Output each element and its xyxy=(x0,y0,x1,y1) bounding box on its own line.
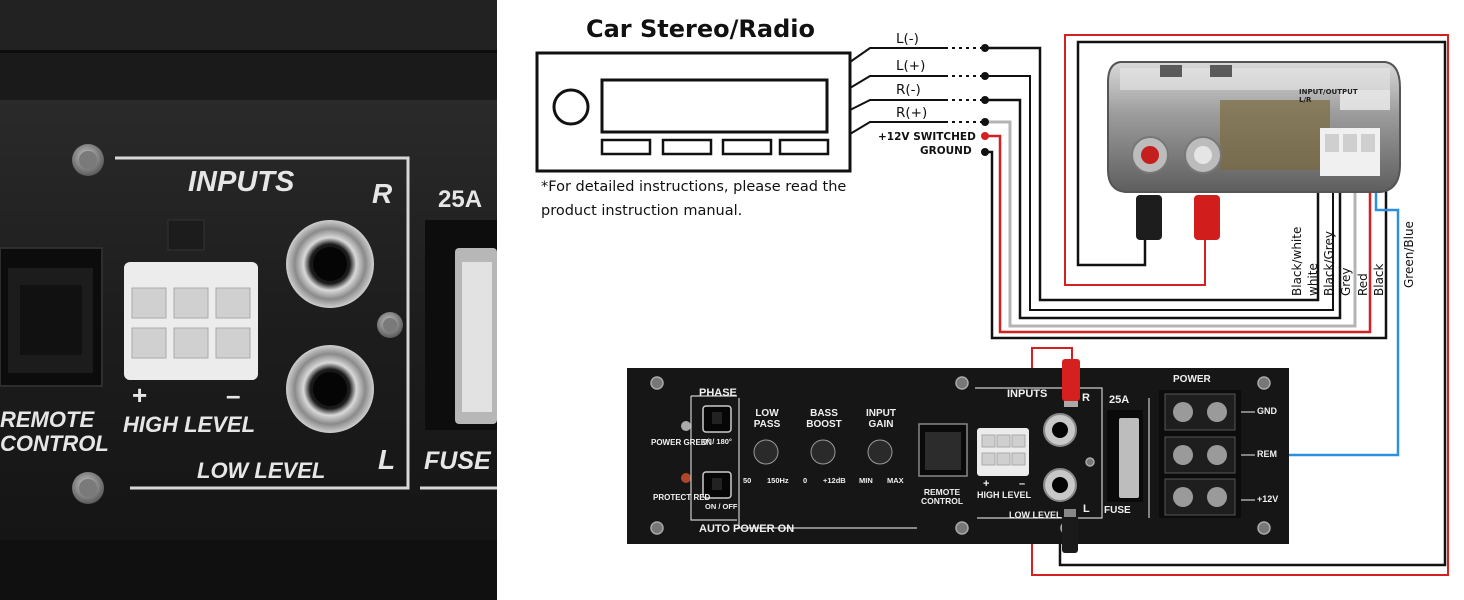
closeup-plus-sign: + xyxy=(132,380,148,410)
terminal-label-r-minus: R(-) xyxy=(896,82,921,98)
amp-12v-label: +12V xyxy=(1257,494,1279,504)
amp-knob-input-gain-min: MIN xyxy=(859,476,873,485)
wire-label-red: Red xyxy=(1356,273,1370,296)
wire-label-grey: Grey xyxy=(1339,267,1353,296)
stereo-note-line1: *For detailed instructions, please read … xyxy=(541,179,847,195)
amp-power-led-label: POWER GREEN xyxy=(651,438,712,447)
amp-minus-sign: – xyxy=(1019,478,1026,490)
wire-label-black-white: Black/white xyxy=(1290,226,1304,296)
wire-label-green-blue: Green/Blue xyxy=(1402,221,1416,288)
amp-knob-bass-boost-max: +12dB xyxy=(823,476,846,485)
amp-phase-options: 0° / 180° xyxy=(703,437,732,446)
closeup-fuse-rating: 25A xyxy=(438,186,483,213)
stereo-title: Car Stereo/Radio xyxy=(586,15,815,43)
closeup-l-label: L xyxy=(378,444,396,475)
amp-protect-led-label: PROTECT RED xyxy=(653,493,711,502)
closeup-fuse-label: FUSE xyxy=(424,447,491,475)
wire-label-black: Black xyxy=(1372,263,1386,296)
line-output-converter xyxy=(1107,61,1401,240)
amp-knob-input-gain-label: INPUT GAIN xyxy=(866,408,896,430)
wire-label-white: white xyxy=(1306,263,1320,296)
amp-rca-plugs xyxy=(1062,359,1080,553)
stereo-note-line2: product instruction manual. xyxy=(541,203,743,219)
terminal-label-ground: GROUND xyxy=(920,145,972,157)
amp-plus-sign: + xyxy=(983,478,990,490)
amp-r-label: R xyxy=(1082,392,1090,404)
closeup-remote-control-label: REMOTE CONTROL xyxy=(0,407,109,456)
amp-panel-graphics xyxy=(650,376,1271,535)
amp-inputs-label: INPUTS xyxy=(1007,388,1048,400)
closeup-r-label: R xyxy=(372,178,393,209)
amp-knob-bass-boost-label: BASS BOOST xyxy=(806,408,842,430)
amp-gnd-label: GND xyxy=(1257,406,1277,416)
amp-high-level-label: HIGH LEVEL xyxy=(977,490,1032,500)
terminal-label-l-plus: L(+) xyxy=(896,58,926,74)
amp-low-level-label: LOW LEVEL xyxy=(1009,510,1062,520)
amp-power-label: POWER xyxy=(1173,374,1211,385)
amp-fuse-label: FUSE xyxy=(1104,505,1131,516)
amp-auto-power-label: AUTO POWER ON xyxy=(699,523,795,535)
amp-auto-power-options: ON / OFF xyxy=(705,502,738,511)
amplifier-closeup-photo: INPUTS R L 25A FUSE REMOTE CONTROL + – H… xyxy=(0,0,497,600)
amp-phase-label: PHASE xyxy=(699,387,737,399)
amp-l-label: L xyxy=(1083,503,1090,515)
converter-io-label: INPUT/OUTPUT L/R xyxy=(1299,88,1358,104)
amp-knob-low-pass-label: LOW PASS xyxy=(753,408,781,430)
closeup-minus-sign: – xyxy=(226,380,241,410)
car-stereo-illustration xyxy=(535,51,852,173)
amp-fuse-rating: 25A xyxy=(1109,394,1130,406)
amp-remote-control-label: REMOTE CONTROL xyxy=(920,487,964,506)
amplifier-panel: PHASE 0° / 180° POWER GREEN PROTECT RED … xyxy=(627,368,1289,544)
amp-knob-low-pass-max: 150Hz xyxy=(767,476,789,485)
amp-knob-low-pass-min: 50 xyxy=(743,476,752,485)
amp-knob-bass-boost-min: 0 xyxy=(803,476,808,485)
terminal-label-r-plus: R(+) xyxy=(896,105,928,121)
wire-label-black-grey: Black/Grey xyxy=(1322,231,1336,296)
closeup-low-level-label: LOW LEVEL xyxy=(197,458,326,483)
amp-rem-label: REM xyxy=(1257,449,1277,459)
amp-knob-input-gain-max: MAX xyxy=(887,476,904,485)
closeup-panel-graphics xyxy=(0,0,497,600)
closeup-high-level-label: HIGH LEVEL xyxy=(123,412,256,437)
closeup-inputs-label: INPUTS xyxy=(188,166,295,198)
terminal-label-l-minus: L(-) xyxy=(896,31,919,47)
terminal-label-12v-switched: +12V SWITCHED xyxy=(878,131,976,143)
